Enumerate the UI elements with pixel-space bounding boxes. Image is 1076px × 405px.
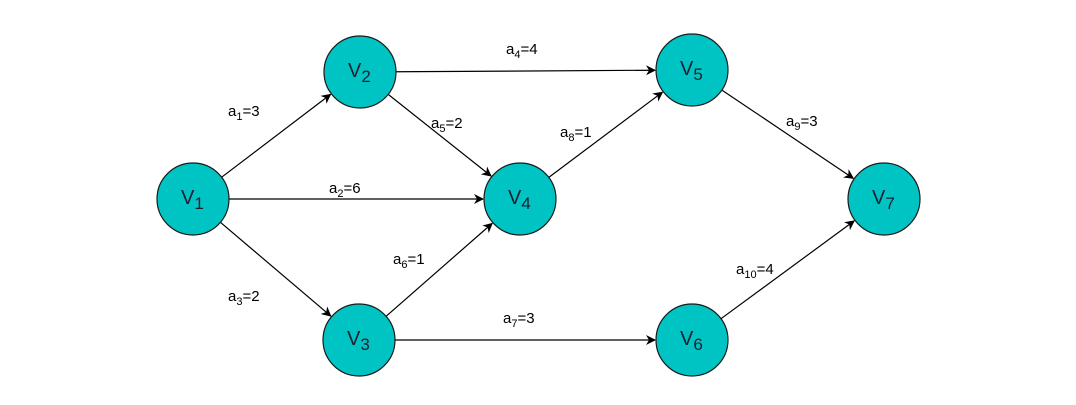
edge-label-subscript: 9 [794, 121, 800, 133]
node-circle [322, 303, 396, 377]
edges-layer [220, 65, 855, 345]
node-v4: V4 [483, 162, 557, 236]
node-label: V5 [680, 58, 703, 84]
edge-label-base: a [736, 261, 745, 278]
node-circle [847, 162, 921, 236]
edge-label-weight: =1 [574, 124, 591, 141]
node-label-base: V [347, 328, 361, 350]
edge-label-a4: a4=4 [506, 41, 538, 61]
edge-label-base: a [503, 310, 512, 327]
node-v1: V1 [156, 162, 230, 236]
node-label-subscript: 5 [693, 65, 702, 84]
edge-label-subscript: 7 [511, 318, 517, 330]
edge-label-weight: =4 [757, 261, 774, 278]
edge-label-base: a [560, 124, 569, 141]
edge-label-base: a [786, 113, 795, 130]
node-label-base: V [181, 187, 195, 209]
edge-label-weight: =1 [407, 251, 424, 268]
node-label: V7 [872, 187, 895, 213]
edge-label-weight: =3 [800, 113, 817, 130]
node-v3: V3 [322, 303, 396, 377]
edge-label-a10: a10=4 [736, 261, 774, 281]
edge-label-subscript: 2 [337, 188, 343, 200]
node-label-subscript: 4 [521, 194, 530, 213]
node-label: V3 [347, 328, 370, 354]
node-circle [323, 35, 397, 109]
node-v5: V5 [655, 33, 729, 107]
edge-a8-v4-v5 [548, 91, 664, 178]
edge-label-a9: a9=3 [786, 113, 818, 133]
edge-label-subscript: 3 [236, 296, 242, 308]
edge-label-a7: a7=3 [503, 310, 535, 330]
edge-label-weight: =2 [445, 115, 462, 132]
edge-a10-v6-v7 [720, 220, 855, 320]
node-circle [156, 162, 230, 236]
node-v6: V6 [655, 303, 729, 377]
edge-label-a8: a8=1 [560, 124, 592, 144]
edge-label-weight: =3 [517, 310, 534, 327]
edge-a6-v3-v4 [385, 222, 493, 317]
edge-label-weight: =4 [520, 41, 537, 58]
node-label-base: V [872, 187, 886, 209]
node-label-subscript: 1 [194, 194, 203, 213]
edge-label-weight: =2 [242, 288, 259, 305]
node-label-subscript: 3 [360, 335, 369, 354]
edge-label-base: a [431, 115, 440, 132]
node-label-base: V [348, 60, 362, 82]
node-v7: V7 [847, 162, 921, 236]
node-label: V1 [181, 187, 204, 213]
node-label-base: V [680, 328, 694, 350]
edge-label-base: a [506, 41, 515, 58]
edge-label-subscript: 4 [514, 49, 520, 61]
edge-label-base: a [228, 288, 237, 305]
node-circle [655, 33, 729, 107]
edge-labels-layer: a1=3a2=6a3=2a4=4a5=2a6=1a7=3a8=1a9=3a10=… [228, 41, 818, 330]
edge-label-subscript: 6 [401, 259, 407, 271]
edge-label-a2: a2=6 [329, 180, 361, 200]
edge-label-subscript: 1 [236, 111, 242, 123]
edge-a1-v1-v2 [221, 93, 332, 178]
node-label-subscript: 2 [361, 67, 370, 86]
node-label: V2 [348, 60, 371, 86]
edge-label-a5: a5=2 [431, 115, 463, 135]
edge-label-a6: a6=1 [393, 251, 425, 271]
edge-label-subscript: 5 [439, 123, 445, 135]
edge-label-base: a [393, 251, 402, 268]
edge-a9-v5-v7 [721, 89, 855, 179]
edge-label-weight: =3 [242, 103, 259, 120]
node-label: V6 [680, 328, 703, 354]
edge-label-subscript: 8 [568, 132, 574, 144]
node-circle [655, 303, 729, 377]
node-circle [483, 162, 557, 236]
edge-a5-v2-v4 [387, 93, 492, 177]
node-label-subscript: 7 [885, 194, 894, 213]
edge-label-a3: a3=2 [228, 288, 260, 308]
edge-label-base: a [228, 103, 237, 120]
edge-a3-v1-v3 [220, 221, 332, 317]
edge-label-base: a [329, 180, 338, 197]
node-label-base: V [680, 58, 694, 80]
node-v2: V2 [323, 35, 397, 109]
edge-label-a1: a1=3 [228, 103, 260, 123]
edge-a4-v2-v5 [395, 65, 657, 76]
node-label-base: V [508, 187, 522, 209]
node-label: V4 [508, 187, 531, 213]
edge-label-subscript: 10 [744, 269, 756, 281]
node-label-subscript: 6 [693, 335, 702, 354]
edge-label-weight: =6 [343, 180, 360, 197]
